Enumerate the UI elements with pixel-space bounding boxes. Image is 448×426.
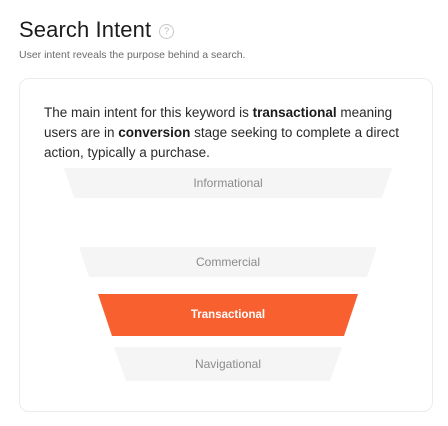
page-title: Search Intent: [19, 17, 152, 42]
intent-description: The main intent for this keyword is tran…: [44, 103, 414, 163]
description-text: stage seeking to complete a direct actio…: [44, 125, 399, 160]
funnel-stage-transactional: Transactional: [98, 294, 358, 336]
search-intent-card: The main intent for this keyword is tran…: [19, 78, 433, 412]
funnel-stage-label: Commercial: [195, 255, 260, 269]
funnel-stage-label: Transactional: [190, 309, 266, 321]
funnel-stage-label: Informational: [193, 176, 263, 190]
intent-highlight: transactional: [252, 105, 337, 120]
help-circle-icon[interactable]: ?: [159, 24, 175, 39]
funnel-stage-label: Navigational: [194, 357, 262, 371]
intent-funnel: Informational Commercial Transactional N…: [20, 79, 432, 411]
description-text: meaning users are in: [44, 105, 393, 140]
funnel-stage-navigational: Navigational: [114, 347, 342, 381]
funnel-stage-shape: [64, 168, 392, 198]
funnel-stage-shape: [79, 247, 377, 277]
page-subtitle: User intent reveals the purpose behind a…: [19, 49, 246, 61]
funnel-stage-shape: [98, 294, 358, 336]
header: Search Intent ? User intent reveals the …: [19, 16, 245, 61]
stage-highlight: conversion: [118, 125, 191, 140]
funnel-stage-informational: Informational: [64, 168, 392, 198]
title-row: Search Intent ?: [19, 16, 245, 44]
description-text: The main intent for this keyword is: [44, 105, 253, 120]
funnel-stage-commercial: Commercial: [79, 247, 377, 277]
funnel-stage-shape: [114, 347, 342, 381]
